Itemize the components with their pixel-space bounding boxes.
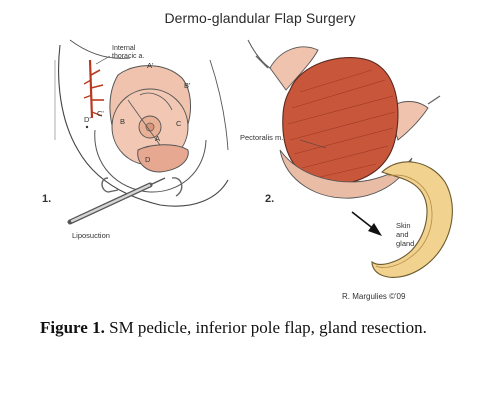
caption-text: SM pedicle, inferior pole flap, gland re… <box>104 318 427 337</box>
pectoralis-leader <box>299 139 327 149</box>
point-d-prime <box>85 125 89 129</box>
skin-flap-lower <box>279 149 413 199</box>
gland-inner-edge <box>375 174 433 268</box>
muscle-fibers <box>287 69 396 179</box>
label-gland: gland <box>396 239 414 248</box>
label-liposuction: Liposuction <box>72 231 110 240</box>
figure-title: Dermo-glandular Flap Surgery <box>164 10 356 26</box>
retractor-upper-left <box>255 55 269 69</box>
panel-2-number: 2. <box>265 193 274 205</box>
caption-label: Figure 1. <box>40 318 105 337</box>
retractor-upper-right <box>427 95 441 105</box>
arm-line <box>209 59 229 151</box>
panel-1-illustration: Internal thoracic a. A' B' C' D' B A C D… <box>42 39 229 240</box>
label-a-prime: A' <box>147 61 154 70</box>
panel-2-illustration: Pectoralis m. 2. Skin and gland <box>240 39 453 278</box>
resected-skin-gland <box>371 161 453 278</box>
label-b-prime: B' <box>184 81 191 90</box>
pedicle-line-1 <box>127 99 161 146</box>
incision-line <box>94 129 207 193</box>
retractor-left <box>101 177 119 193</box>
label-and: and <box>396 230 409 239</box>
retractor-right <box>171 177 183 197</box>
pedicle-line-2 <box>139 92 173 111</box>
label-internal-thoracic-2: thoracic a. <box>112 53 144 60</box>
label-b: B <box>120 117 125 126</box>
arrow-head <box>368 223 382 236</box>
label-c-prime: C' <box>97 109 104 118</box>
skin-flap-upper <box>269 46 319 91</box>
internal-thoracic-artery <box>83 59 104 119</box>
label-d-prime: D' <box>84 115 91 124</box>
label-internal-thoracic-1: Internal <box>112 45 136 52</box>
liposuction-cannula <box>67 177 166 225</box>
figure-caption: Figure 1. SM pedicle, inferior pole flap… <box>40 318 480 338</box>
inferior-pole-flap <box>137 144 189 173</box>
label-c: C <box>176 119 182 128</box>
artery-leader <box>95 55 111 65</box>
torso-outline <box>58 44 229 207</box>
clavicle-line <box>69 39 131 59</box>
panel-1-number: 1. <box>42 193 51 205</box>
label-a: A <box>155 134 160 143</box>
label-skin: Skin <box>396 221 411 230</box>
surgery-illustration: Internal thoracic a. A' B' C' D' B A C D… <box>42 39 453 278</box>
label-pectoralis: Pectoralis m. <box>240 133 283 142</box>
label-d: D <box>145 155 151 164</box>
pectoralis-muscle <box>282 57 399 185</box>
artist-credit: R. Margulies ©'09 <box>342 292 406 301</box>
